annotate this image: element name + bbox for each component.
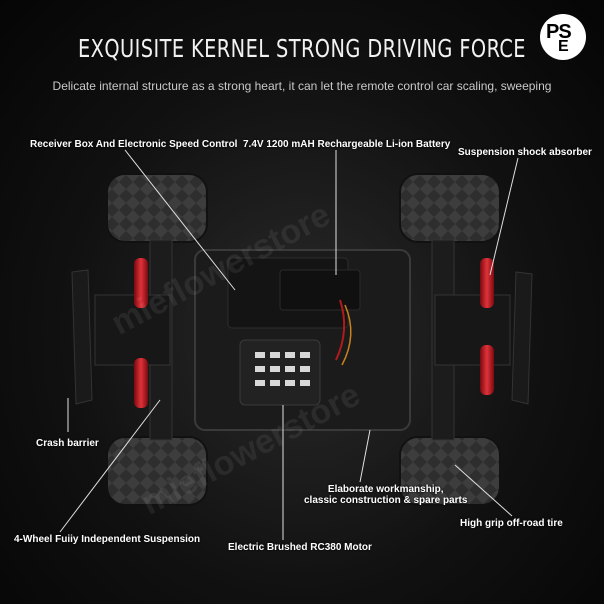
label-crash-barrier: Crash barrier xyxy=(36,438,99,449)
label-motor: Electric Brushed RC380 Motor xyxy=(228,542,372,553)
label-off-road-tire: High grip off-road tire xyxy=(460,518,563,529)
bumper-right xyxy=(434,294,511,366)
motor-wire-orange xyxy=(341,304,352,366)
label-receiver-esc: Receiver Box And Electronic Speed Contro… xyxy=(30,139,238,150)
label-workmanship-line2: classic construction & spare parts xyxy=(304,495,468,506)
shock-absorber-rear-left xyxy=(134,358,148,408)
label-battery: 7.4V 1200 mAH Rechargeable Li-ion Batter… xyxy=(243,139,451,150)
page-subtitle: Delicate internal structure as a strong … xyxy=(52,79,552,93)
page-title: EXQUISITE KERNEL STRONG DRIVING FORCE xyxy=(78,34,526,63)
shock-absorber-front-right xyxy=(480,258,494,308)
label-independent-suspension: 4-Wheel Fuiiy Independent Suspension xyxy=(14,534,201,545)
pse-certification-mark: PS E xyxy=(540,14,586,60)
shock-absorber-rear-right xyxy=(480,345,494,395)
label-workmanship-line1: Elaborate workmanship, xyxy=(327,484,444,495)
bumper-left xyxy=(94,294,171,366)
shock-absorber-front-left xyxy=(134,258,148,308)
motor-wire-red xyxy=(335,299,346,361)
label-workmanship: Elaborate workmanship, classic construct… xyxy=(304,484,467,506)
pse-mark-ps: PS xyxy=(546,21,572,43)
motor-heatsink xyxy=(255,352,310,386)
label-shock-absorber: Suspension shock absorber xyxy=(458,147,592,158)
pse-mark-e: E xyxy=(558,38,569,55)
crash-barrier-right xyxy=(511,271,533,405)
crash-barrier-left xyxy=(71,269,93,405)
